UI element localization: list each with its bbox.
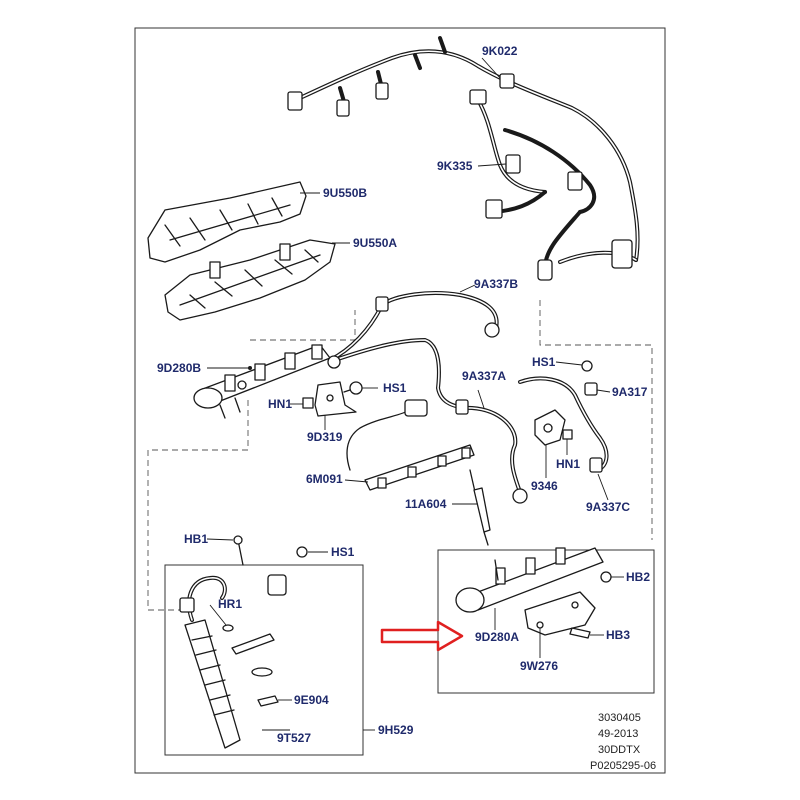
wiring-harness xyxy=(287,36,640,281)
harness-6m091 xyxy=(346,399,475,491)
label-hs1-right: HS1 xyxy=(532,355,556,369)
engine-cover-9u550a xyxy=(164,239,336,321)
reference-line-1: 3030405 xyxy=(598,712,641,724)
label-hr1: HR1 xyxy=(218,597,242,611)
label-9a337b: 9A337B xyxy=(474,277,518,291)
label-9k022: 9K022 xyxy=(482,44,518,58)
bolt-hs1-right xyxy=(581,360,593,372)
bolt-hb2 xyxy=(600,571,612,583)
label-9w276: 9W276 xyxy=(520,659,558,673)
sensor-9346 xyxy=(534,409,566,446)
nut-hn1-mid xyxy=(562,429,573,440)
glow-plug-11a604 xyxy=(469,469,491,546)
label-6m091: 6M091 xyxy=(306,472,343,486)
reference-line-4: P0205295-06 xyxy=(590,760,656,772)
injector-kit-box xyxy=(164,564,364,756)
label-9e904: 9E904 xyxy=(294,693,329,707)
label-hn1-mid: HN1 xyxy=(556,457,580,471)
reference-line-2: 49-2013 xyxy=(598,728,638,740)
bolt-hb1 xyxy=(233,535,244,566)
fuel-rail-9d280a xyxy=(455,547,604,613)
label-9a337a: 9A337A xyxy=(462,369,506,383)
nut-hn1-left xyxy=(302,397,314,409)
label-hs1-top: HS1 xyxy=(383,381,407,395)
label-hn1-left: HN1 xyxy=(268,397,292,411)
label-9d280a: 9D280A xyxy=(475,630,519,644)
label-hb3: HB3 xyxy=(606,628,630,642)
pipe-9a317 xyxy=(518,376,609,473)
high-pressure-pipe-9a337b xyxy=(328,291,500,362)
seal-hr1 xyxy=(222,624,234,632)
label-hs1-low: HS1 xyxy=(331,545,355,559)
label-9a337c: 9A337C xyxy=(586,500,630,514)
label-9u550b: 9U550B xyxy=(323,186,367,200)
label-hb1: HB1 xyxy=(184,532,208,546)
guide-line xyxy=(250,310,356,341)
label-9a317: 9A317 xyxy=(612,385,648,399)
clamp-assembly xyxy=(267,546,308,596)
washer-set xyxy=(231,633,275,677)
injector-9t527 xyxy=(179,575,241,749)
highlight-arrow xyxy=(380,620,464,652)
label-9d280b: 9D280B xyxy=(157,361,201,375)
reference-line-3: 30DDTX xyxy=(598,744,641,756)
guide-line xyxy=(147,400,249,611)
label-9u550a: 9U550A xyxy=(353,236,397,250)
label-9346: 9346 xyxy=(531,479,558,493)
clamp-9e904 xyxy=(257,695,279,707)
bolt-hs1-top xyxy=(343,381,363,395)
bracket-9d319 xyxy=(314,381,357,417)
label-9d319: 9D319 xyxy=(307,430,343,444)
label-hb2: HB2 xyxy=(626,570,650,584)
pump-bracket-9w276 xyxy=(524,591,596,636)
engine-cover-9u550b xyxy=(147,181,307,263)
diagram-frame xyxy=(134,27,666,774)
label-9t527: 9T527 xyxy=(277,731,311,745)
fuel-rail-9d280b xyxy=(193,344,331,419)
label-9k335: 9K335 xyxy=(437,159,473,173)
label-9h529: 9H529 xyxy=(378,723,414,737)
bolt-hb3 xyxy=(569,627,591,639)
guide-line xyxy=(539,300,653,540)
label-11a604: 11A604 xyxy=(405,497,447,511)
high-pressure-pipe-9a337a xyxy=(327,338,528,504)
